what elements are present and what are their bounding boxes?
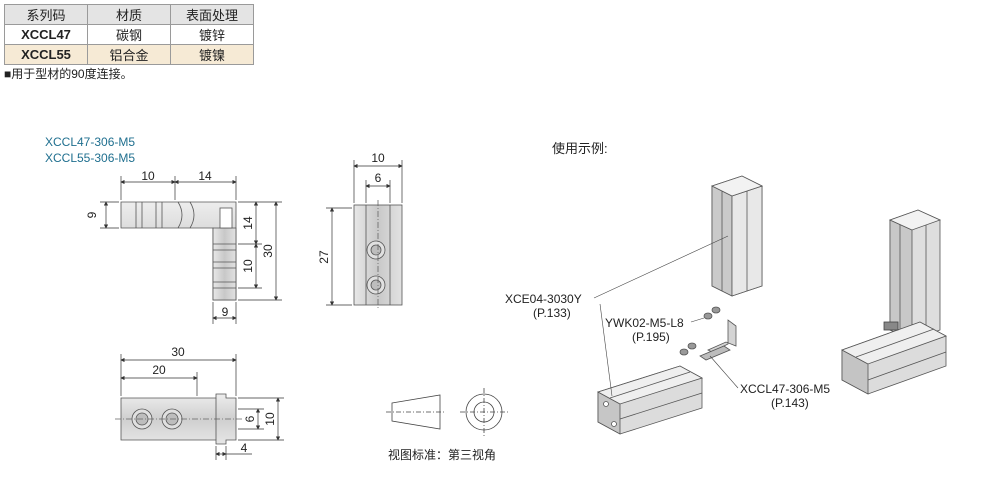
view-standard-label: 视图标准：第三视角	[388, 448, 497, 462]
finish-cell: 镀镍	[170, 44, 254, 65]
bottom-view-drawing	[115, 393, 242, 445]
material-cell: 铝合金	[87, 44, 171, 65]
callout-page-xce04: (P.133)	[533, 306, 571, 320]
top-dim-10: 10	[141, 169, 155, 183]
callout-part-xccl47: XCCL47-306-M5	[740, 382, 831, 396]
top-dim-10-right: 10	[241, 259, 255, 273]
series-code-cell: XCCL47	[4, 24, 88, 45]
model-code-2: XCCL55-306-M5	[45, 151, 136, 165]
series-code-cell: XCCL55	[4, 44, 88, 65]
usage-example-title: 使用示例:	[552, 141, 608, 156]
finish-cell: 镀锌	[170, 24, 254, 45]
top-dim-9-left: 9	[85, 211, 99, 218]
top-dim-14-right: 14	[241, 216, 255, 230]
third-angle-projection-icon	[386, 388, 508, 436]
bottom-dim-10: 10	[263, 412, 277, 426]
top-dim-30: 30	[261, 244, 275, 258]
header-material: 材质	[87, 4, 171, 25]
callout-page-ywk02: (P.195)	[632, 330, 670, 344]
table-row: XCCL55 铝合金 镀镍	[4, 44, 254, 65]
side-view-drawing	[353, 200, 403, 310]
top-view-dimensions	[100, 176, 282, 324]
bottom-dim-30: 30	[171, 345, 185, 359]
header-series-code: 系列码	[4, 4, 88, 25]
top-view-drawing	[120, 201, 237, 301]
side-dim-6: 6	[375, 171, 382, 185]
bottom-dim-4: 4	[241, 441, 248, 455]
side-dim-10: 10	[371, 151, 385, 165]
bottom-dim-6: 6	[243, 415, 257, 422]
bottom-view-dimensions	[120, 354, 284, 460]
spec-table: 系列码 材质 表面处理 XCCL47 碳钢 镀锌 XCCL55 铝合金 镀镍	[4, 4, 254, 65]
bottom-dim-20: 20	[152, 363, 166, 377]
model-code-1: XCCL47-306-M5	[45, 135, 136, 149]
top-dim-14: 14	[198, 169, 212, 183]
usage-example-illustration	[593, 175, 947, 435]
callout-part-xce04: XCE04-3030Y	[505, 292, 582, 306]
usage-note: ■用于型材的90度连接。	[4, 67, 133, 81]
side-dim-27: 27	[317, 250, 331, 264]
callout-page-xccl47: (P.143)	[771, 396, 809, 410]
callout-part-ywk02: YWK02-M5-L8	[605, 316, 684, 330]
top-dim-9-bottom: 9	[222, 305, 229, 319]
side-view-dimensions	[326, 160, 403, 306]
header-finish: 表面处理	[170, 4, 254, 25]
